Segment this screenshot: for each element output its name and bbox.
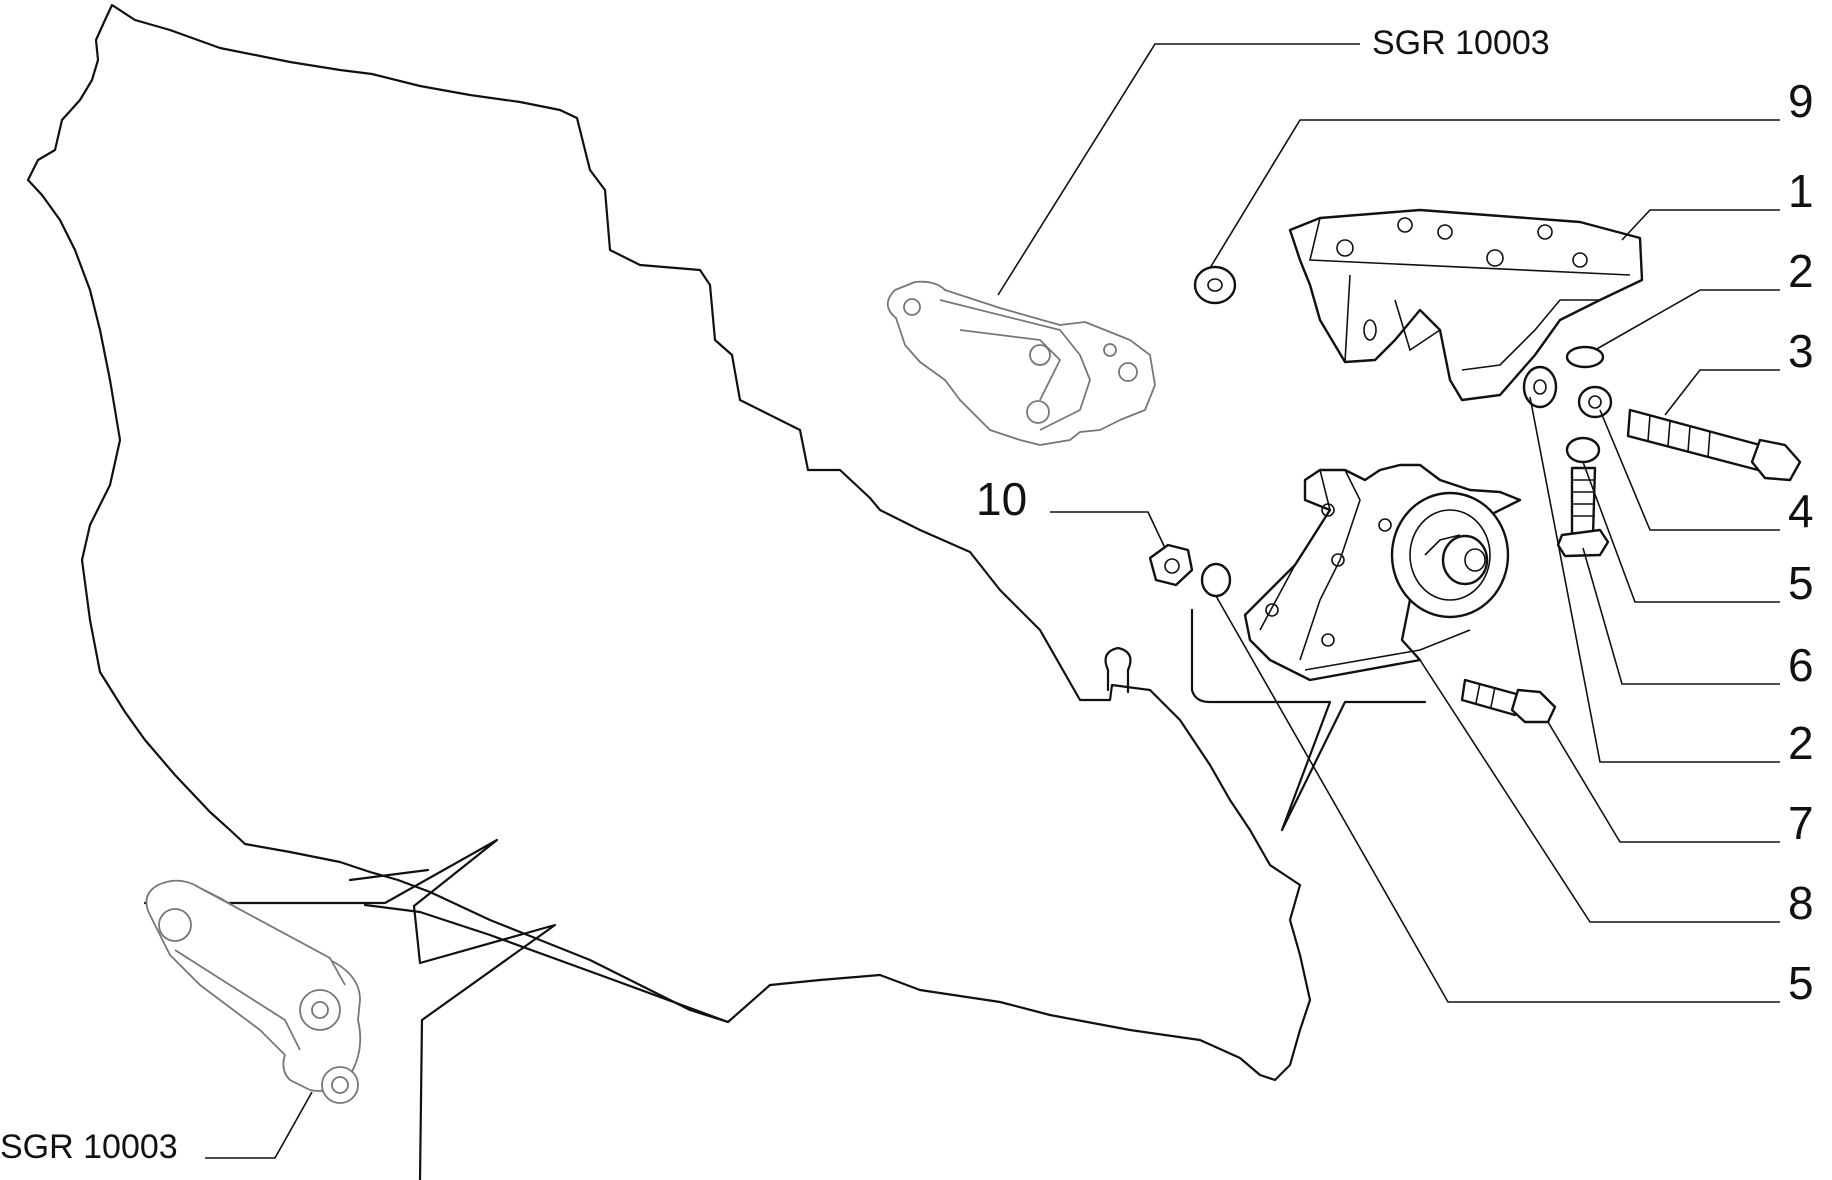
callout-8: 8	[1788, 877, 1814, 929]
part-8-engine-mount	[1243, 463, 1522, 682]
housing-stud	[1104, 646, 1132, 694]
part-10-nut	[1148, 543, 1194, 587]
callout-6: 6	[1788, 639, 1814, 691]
part-2-washer-hole	[1533, 379, 1547, 395]
callout-9: 9	[1788, 75, 1814, 127]
part-9-washer	[1193, 265, 1237, 305]
part-9-washer-hole	[1207, 278, 1223, 292]
callout-2-a: 2	[1788, 245, 1814, 297]
reference-label-top: SGR 10003	[1372, 24, 1550, 62]
housing-edge-lower	[363, 903, 730, 1024]
callout-2-b: 2	[1788, 717, 1814, 769]
housing-edge-upper	[348, 868, 430, 882]
callout-4: 4	[1788, 485, 1814, 537]
gearbox-housing-outline	[26, 3, 1312, 1082]
bracket-ghost-top	[886, 280, 1156, 446]
callout-5-a: 5	[1788, 557, 1814, 609]
part-1-upper-bracket	[1288, 208, 1644, 402]
part-10-nut-hole	[1164, 558, 1180, 574]
callout-3: 3	[1788, 325, 1814, 377]
part-3-long-bolt	[1626, 408, 1802, 482]
part-2-washer-upper	[1565, 345, 1605, 369]
reference-label-bottom: SGR 10003	[0, 1128, 178, 1166]
part-6-vertical-bolt	[1556, 466, 1610, 558]
callout-1: 1	[1788, 165, 1814, 217]
pointer-wedge-mount	[1190, 608, 1427, 832]
part-2-washer-lower	[1522, 365, 1558, 409]
part-5-spring-washer-lower	[1200, 562, 1232, 598]
bracket-ghost-bottom	[145, 879, 362, 1104]
callout-5-b: 5	[1788, 957, 1814, 1009]
callout-7: 7	[1788, 797, 1814, 849]
callout-10: 10	[976, 473, 1027, 525]
part-7-diagonal-bolt	[1460, 678, 1557, 724]
pointer-wedge-left	[143, 838, 557, 1180]
part-4-spring-washer-hole	[1588, 395, 1602, 409]
part-5-spring-washer	[1565, 436, 1601, 464]
part-4-spring-washer	[1577, 385, 1613, 419]
leader-lines	[205, 43, 1780, 1159]
